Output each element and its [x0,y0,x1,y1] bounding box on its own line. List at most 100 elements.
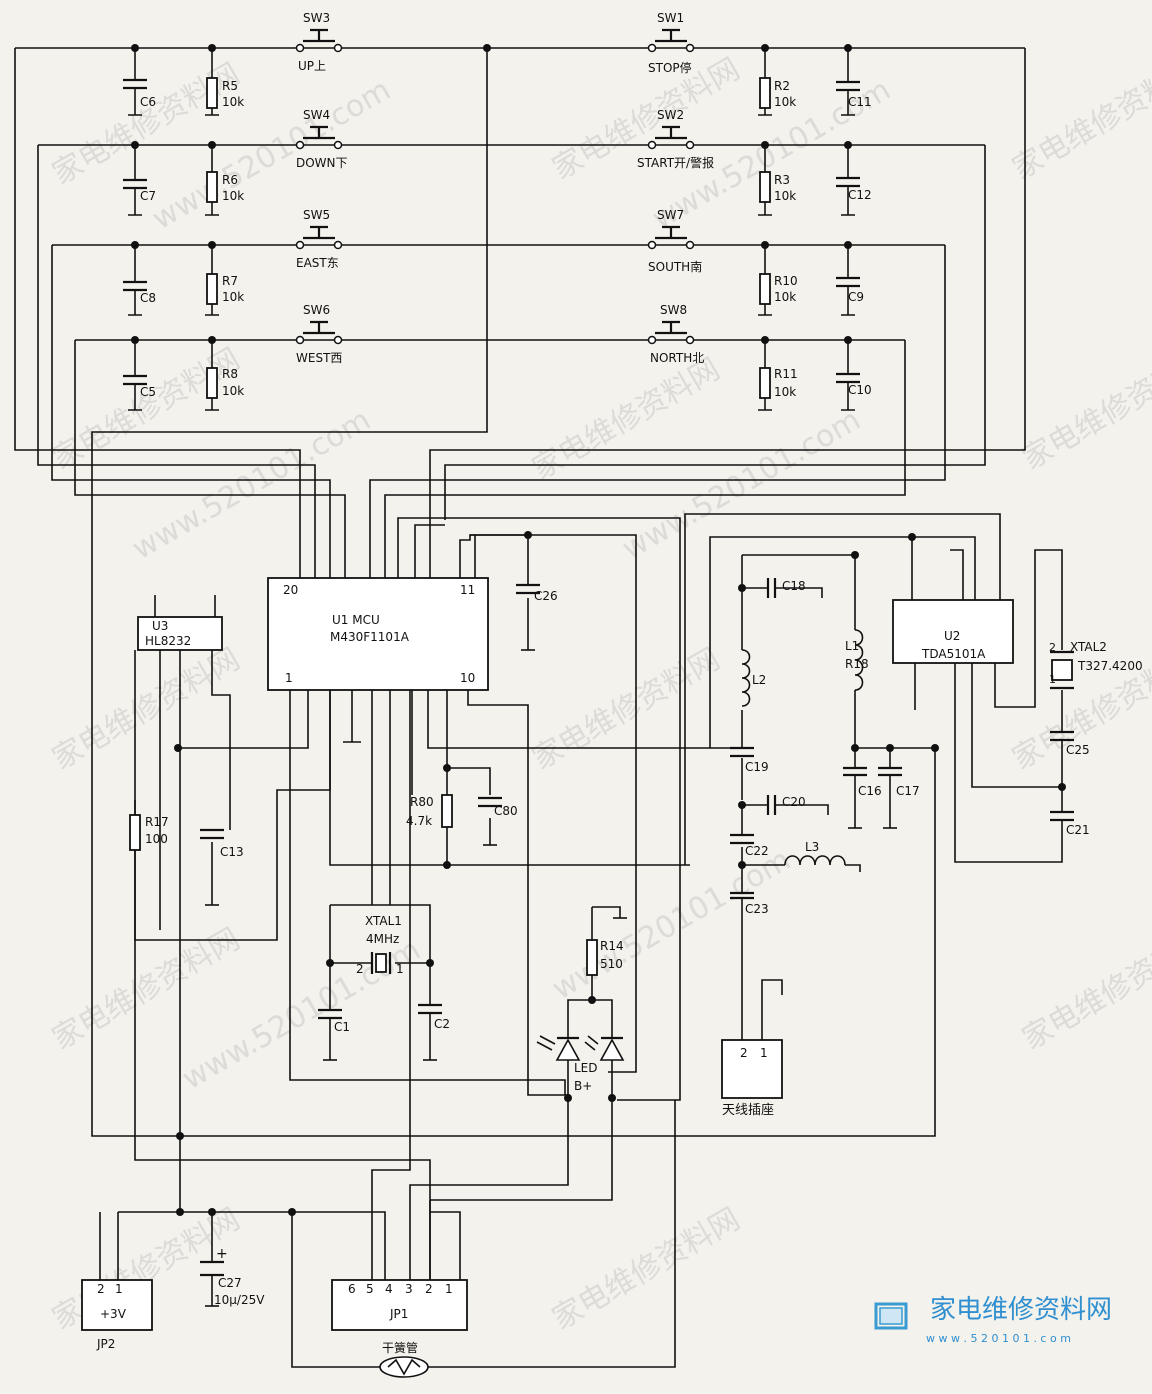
svg-text:C6: C6 [140,95,156,109]
svg-text:4.7k: 4.7k [406,814,432,828]
svg-text:R80: R80 [410,795,434,809]
svg-text:JP2: JP2 [96,1337,115,1351]
capacitor-c16: C16 [843,766,882,829]
switch-label: WEST西 [296,351,342,365]
switch-sw8: SW8 NORTH北 [647,303,704,365]
watermark-text: 家电维修资料网 [47,642,246,777]
capacitor-c18: C18 [766,578,806,598]
switch-sw4: SW4 DOWN下 [295,108,348,170]
watermark-url: www.520101.com [547,842,797,1007]
junctions [131,44,1066,1216]
switch-label: STOP停 [648,60,692,75]
watermark-text: 家电维修资料网 [527,642,726,777]
svg-text:C20: C20 [782,795,806,809]
svg-text:1: 1 [445,1282,453,1296]
switch-ref: SW1 [657,11,684,25]
svg-text:10k: 10k [222,189,244,203]
svg-text:6: 6 [348,1282,356,1296]
watermark-url: www.520101.com [127,402,377,567]
site-logo: 家电维修资料网 w w w . 5 2 0 1 0 1 . c o m [874,1295,1112,1345]
watermark-text: 家电维修资料网 [1007,52,1152,187]
svg-text:100: 100 [145,832,168,846]
svg-text:1: 1 [1049,673,1056,686]
svg-text:U2: U2 [944,629,960,643]
watermark-text: 家电维修资料网 [527,352,726,487]
svg-text:1: 1 [115,1282,123,1296]
svg-text:C80: C80 [494,804,518,818]
switch-ref: SW7 [657,208,684,222]
capacitor-c21: C21 [1050,810,1090,837]
logo-url: w w w . 5 2 0 1 0 1 . c o m [926,1332,1071,1345]
capacitor-c27: + C27 10μ/25V [200,1246,265,1307]
led-pair: LED B+ [536,1035,625,1093]
switch-sw6: SW6 WEST西 [295,303,342,365]
svg-text:C13: C13 [220,845,244,859]
mcu-title: U1 MCU [332,613,380,627]
capacitor-c19: C19 [730,746,769,774]
svg-text:2: 2 [425,1282,433,1296]
capacitor-c10: C10 [836,340,872,411]
switch-ref: SW3 [303,11,330,25]
svg-text:1: 1 [396,962,404,976]
capacitor-c11: C11 [836,48,872,116]
switch-label: EAST东 [296,256,339,270]
mcu-u1: U1 MCU M430F1101A 20 11 1 10 [267,577,489,743]
svg-text:C11: C11 [848,95,872,109]
svg-text:C7: C7 [140,189,156,203]
switch-sw1: SW1 STOP停 [647,11,695,75]
switch-sw2: SW2 START开/警报 [637,108,714,170]
watermark-text: 家电维修资料网 [547,1202,746,1337]
svg-text:R8: R8 [222,367,238,381]
switch-ref: SW2 [657,108,684,122]
svg-text:L1: L1 [845,639,859,653]
capacitor-c22: C22 [730,833,769,858]
capacitor-c25: C25 [1050,730,1090,757]
connector-jp1: 6 5 4 3 2 1 JP1 [331,1279,468,1331]
svg-text:2: 2 [1049,641,1056,654]
svg-text:XTAL1: XTAL1 [365,914,402,928]
svg-text:1: 1 [760,1046,768,1060]
svg-text:R11: R11 [774,367,798,381]
svg-text:20: 20 [283,583,298,597]
watermark-text: 家电维修资料网 [1017,922,1152,1057]
svg-text:10k: 10k [222,95,244,109]
capacitor-c2: C2 [418,1003,450,1061]
svg-text:10k: 10k [774,385,796,399]
switch-label: UP上 [298,59,326,73]
capacitor-c17: C17 [878,766,920,829]
svg-text:510: 510 [600,957,623,971]
switch-ref: SW8 [660,303,687,317]
svg-text:R14: R14 [600,939,624,953]
svg-text:JP1: JP1 [389,1307,408,1321]
svg-text:L3: L3 [805,840,819,854]
book-icon [874,1302,908,1330]
svg-text:C8: C8 [140,291,156,305]
svg-text:10k: 10k [774,290,796,304]
capacitor-c7: C7 [123,145,156,216]
reed-switch: 干簧管 [379,1340,429,1378]
svg-text:C17: C17 [896,784,920,798]
logo-title: 家电维修资料网 [930,1295,1112,1325]
svg-text:C21: C21 [1066,823,1090,837]
svg-text:2: 2 [97,1282,105,1296]
svg-text:C19: C19 [745,760,769,774]
capacitor-c8: C8 [123,245,156,316]
regulator-u3: U3 HL8232 [137,616,223,651]
capacitor-c5: C5 [123,340,156,411]
svg-text:C12: C12 [848,188,872,202]
svg-text:C25: C25 [1066,743,1090,757]
svg-text:3: 3 [405,1282,413,1296]
svg-text:R17: R17 [145,815,169,829]
svg-text:C22: C22 [745,844,769,858]
switch-label: NORTH北 [650,351,704,365]
svg-text:10μ/25V: 10μ/25V [214,1293,265,1307]
svg-text:2: 2 [356,962,364,976]
svg-text:R10: R10 [774,274,798,288]
